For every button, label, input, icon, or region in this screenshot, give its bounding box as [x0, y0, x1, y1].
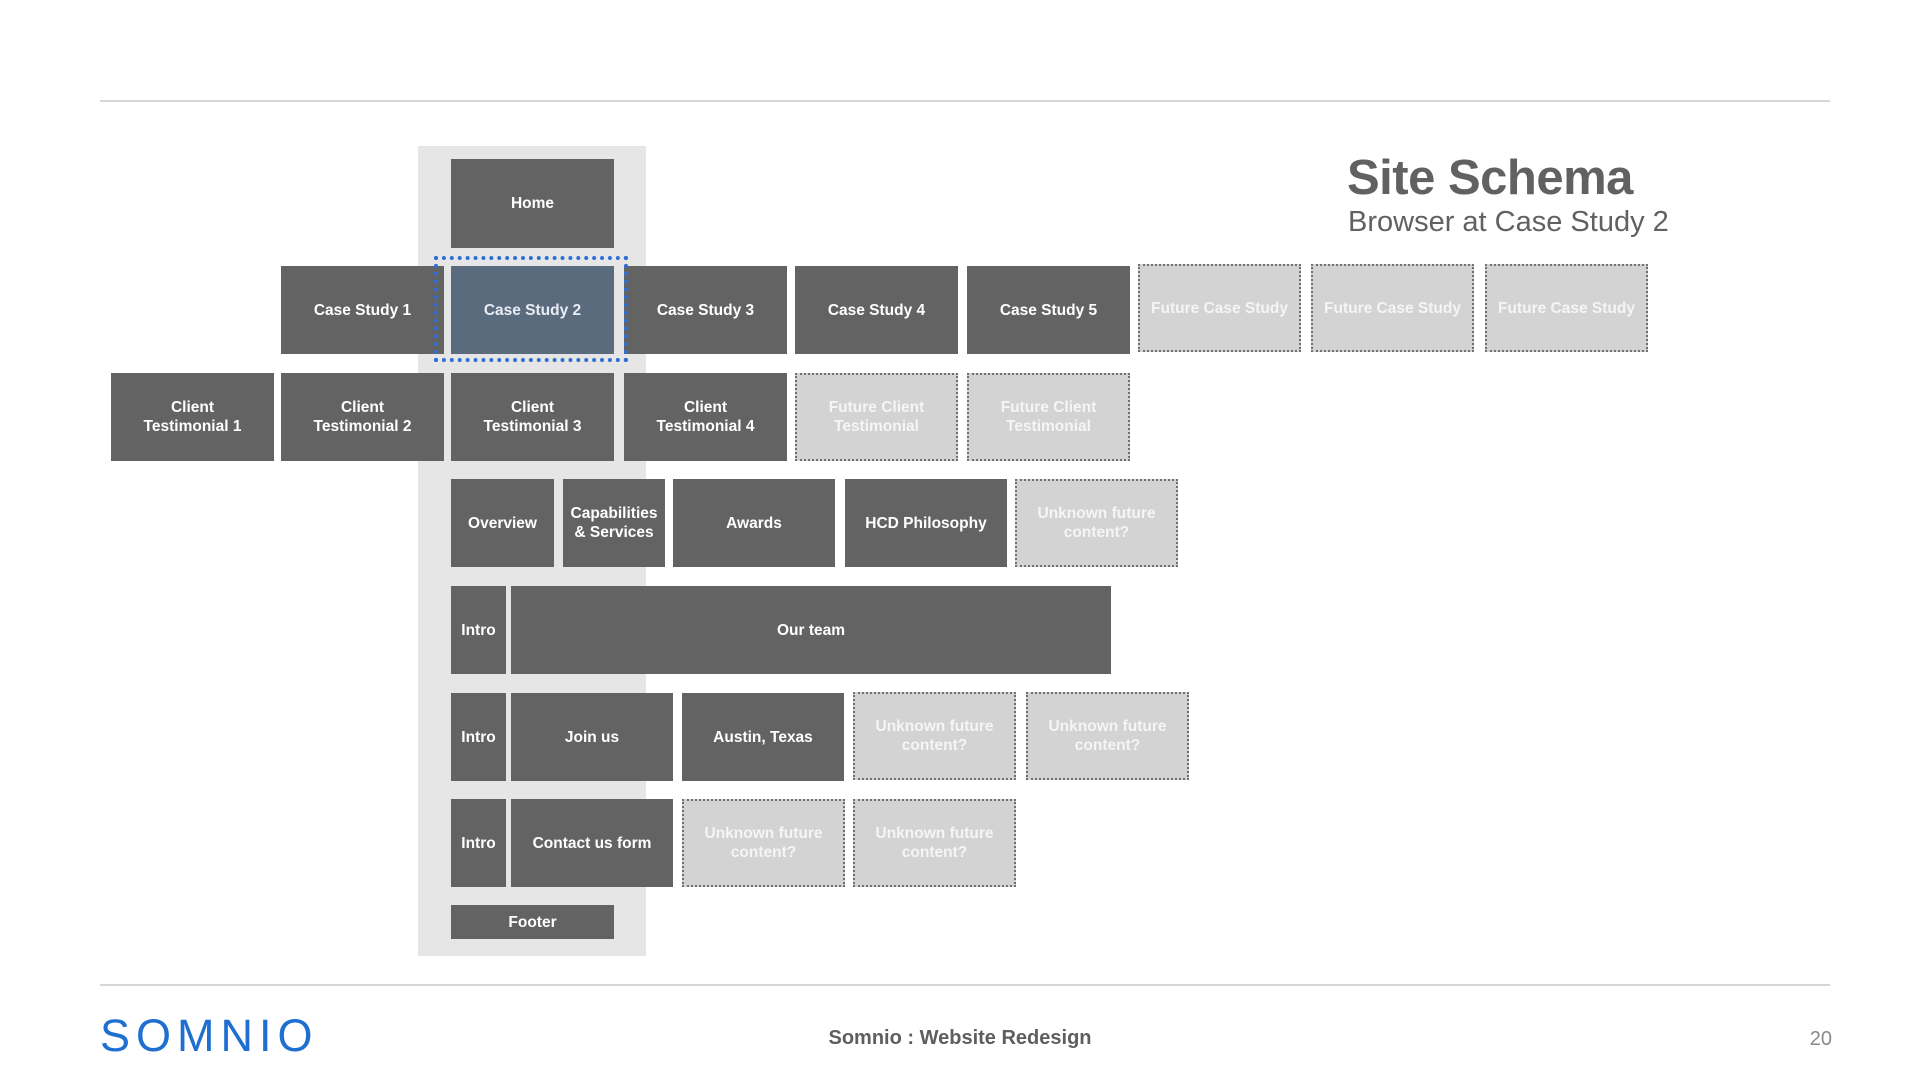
- node-awards: Awards: [673, 479, 835, 567]
- top-divider: [100, 100, 1830, 102]
- node-client-testimonial-4: Client Testimonial 4: [624, 373, 787, 461]
- page-title: Site Schema: [1347, 151, 1633, 205]
- node-join-us: Join us: [511, 693, 673, 781]
- node-case-study-2: Case Study 2: [451, 266, 614, 354]
- node-intro-team: Intro: [451, 586, 506, 674]
- node-unknown-content-3: Unknown future content?: [1026, 692, 1189, 780]
- node-case-study-1: Case Study 1: [281, 266, 444, 354]
- node-case-study-5: Case Study 5: [967, 266, 1130, 354]
- node-future-client-testimonial-1: Future Client Testimonial: [795, 373, 958, 461]
- node-intro-careers: Intro: [451, 693, 506, 781]
- node-client-testimonial-3: Client Testimonial 3: [451, 373, 614, 461]
- bottom-divider: [100, 984, 1830, 986]
- page-subtitle: Browser at Case Study 2: [1348, 206, 1669, 238]
- page-number: 20: [1809, 1028, 1832, 1050]
- node-footer: Footer: [451, 905, 614, 939]
- node-client-testimonial-1: Client Testimonial 1: [111, 373, 274, 461]
- node-unknown-content-1: Unknown future content?: [1015, 479, 1178, 567]
- current-page-selection: [434, 256, 628, 362]
- node-austin-texas: Austin, Texas: [682, 693, 844, 781]
- node-home: Home: [451, 159, 614, 248]
- node-case-study-4: Case Study 4: [795, 266, 958, 354]
- node-contact-us-form: Contact us form: [511, 799, 673, 887]
- node-our-team: Our team: [511, 586, 1111, 674]
- node-future-case-study-2: Future Case Study: [1311, 264, 1474, 352]
- node-capabilities-services: Capabilities & Services: [563, 479, 665, 567]
- node-client-testimonial-2: Client Testimonial 2: [281, 373, 444, 461]
- node-overview: Overview: [451, 479, 554, 567]
- somnio-logo: SOMNIO: [100, 1010, 319, 1061]
- node-case-study-3: Case Study 3: [624, 266, 787, 354]
- node-future-client-testimonial-2: Future Client Testimonial: [967, 373, 1130, 461]
- footer-caption: Somnio : Website Redesign: [828, 1027, 1092, 1049]
- node-unknown-content-4: Unknown future content?: [682, 799, 845, 887]
- node-future-case-study-3: Future Case Study: [1485, 264, 1648, 352]
- node-unknown-content-2: Unknown future content?: [853, 692, 1016, 780]
- node-unknown-content-5: Unknown future content?: [853, 799, 1016, 887]
- node-future-case-study-1: Future Case Study: [1138, 264, 1301, 352]
- node-intro-contact: Intro: [451, 799, 506, 887]
- node-hcd-philosophy: HCD Philosophy: [845, 479, 1007, 567]
